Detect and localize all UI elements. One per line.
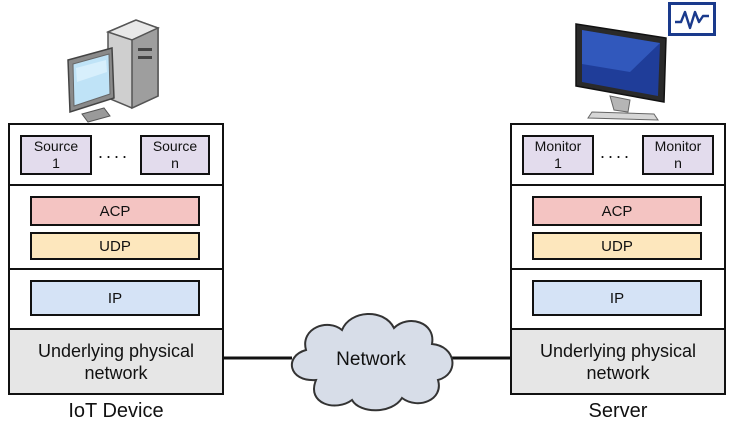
udp-layer: UDP <box>30 232 200 260</box>
udp-layer: UDP <box>532 232 702 260</box>
monitor-1-box: Monitor 1 <box>522 135 594 175</box>
network-layer-row: IP <box>512 268 724 328</box>
monitor-screen-icon <box>575 23 667 121</box>
ip-layer: IP <box>532 280 702 316</box>
ellipsis-dots: .... <box>600 142 633 162</box>
source-n-box: Source n <box>140 135 210 175</box>
source-1-box: Source 1 <box>20 135 92 175</box>
network-cloud: Network <box>276 300 466 420</box>
monitor-n-box: Monitor n <box>642 135 714 175</box>
cloud-icon <box>290 313 454 412</box>
desktop-computer-icon <box>67 19 160 123</box>
iot-device-stack: Source 1 .... Source n ACP UDP IP Underl… <box>8 123 224 395</box>
ip-layer: IP <box>30 280 200 316</box>
acp-layer: ACP <box>30 196 200 226</box>
physical-layer: Underlying physical network <box>10 328 222 393</box>
server-caption: Server <box>588 400 648 422</box>
server-stack: Monitor 1 .... Monitor n ACP UDP IP Unde… <box>510 123 726 395</box>
iot-device-caption: IoT Device <box>68 400 164 422</box>
transport-layer-row: ACP UDP <box>10 184 222 268</box>
network-layer-row: IP <box>10 268 222 328</box>
app-layer-row: Monitor 1 .... Monitor n <box>512 125 724 184</box>
app-layer-row: Source 1 .... Source n <box>10 125 222 184</box>
transport-layer-row: ACP UDP <box>512 184 724 268</box>
physical-layer: Underlying physical network <box>512 328 724 393</box>
ellipsis-dots: .... <box>98 142 131 162</box>
network-label: Network <box>336 349 406 370</box>
acp-layer: ACP <box>532 196 702 226</box>
activity-chart-icon <box>668 2 716 36</box>
